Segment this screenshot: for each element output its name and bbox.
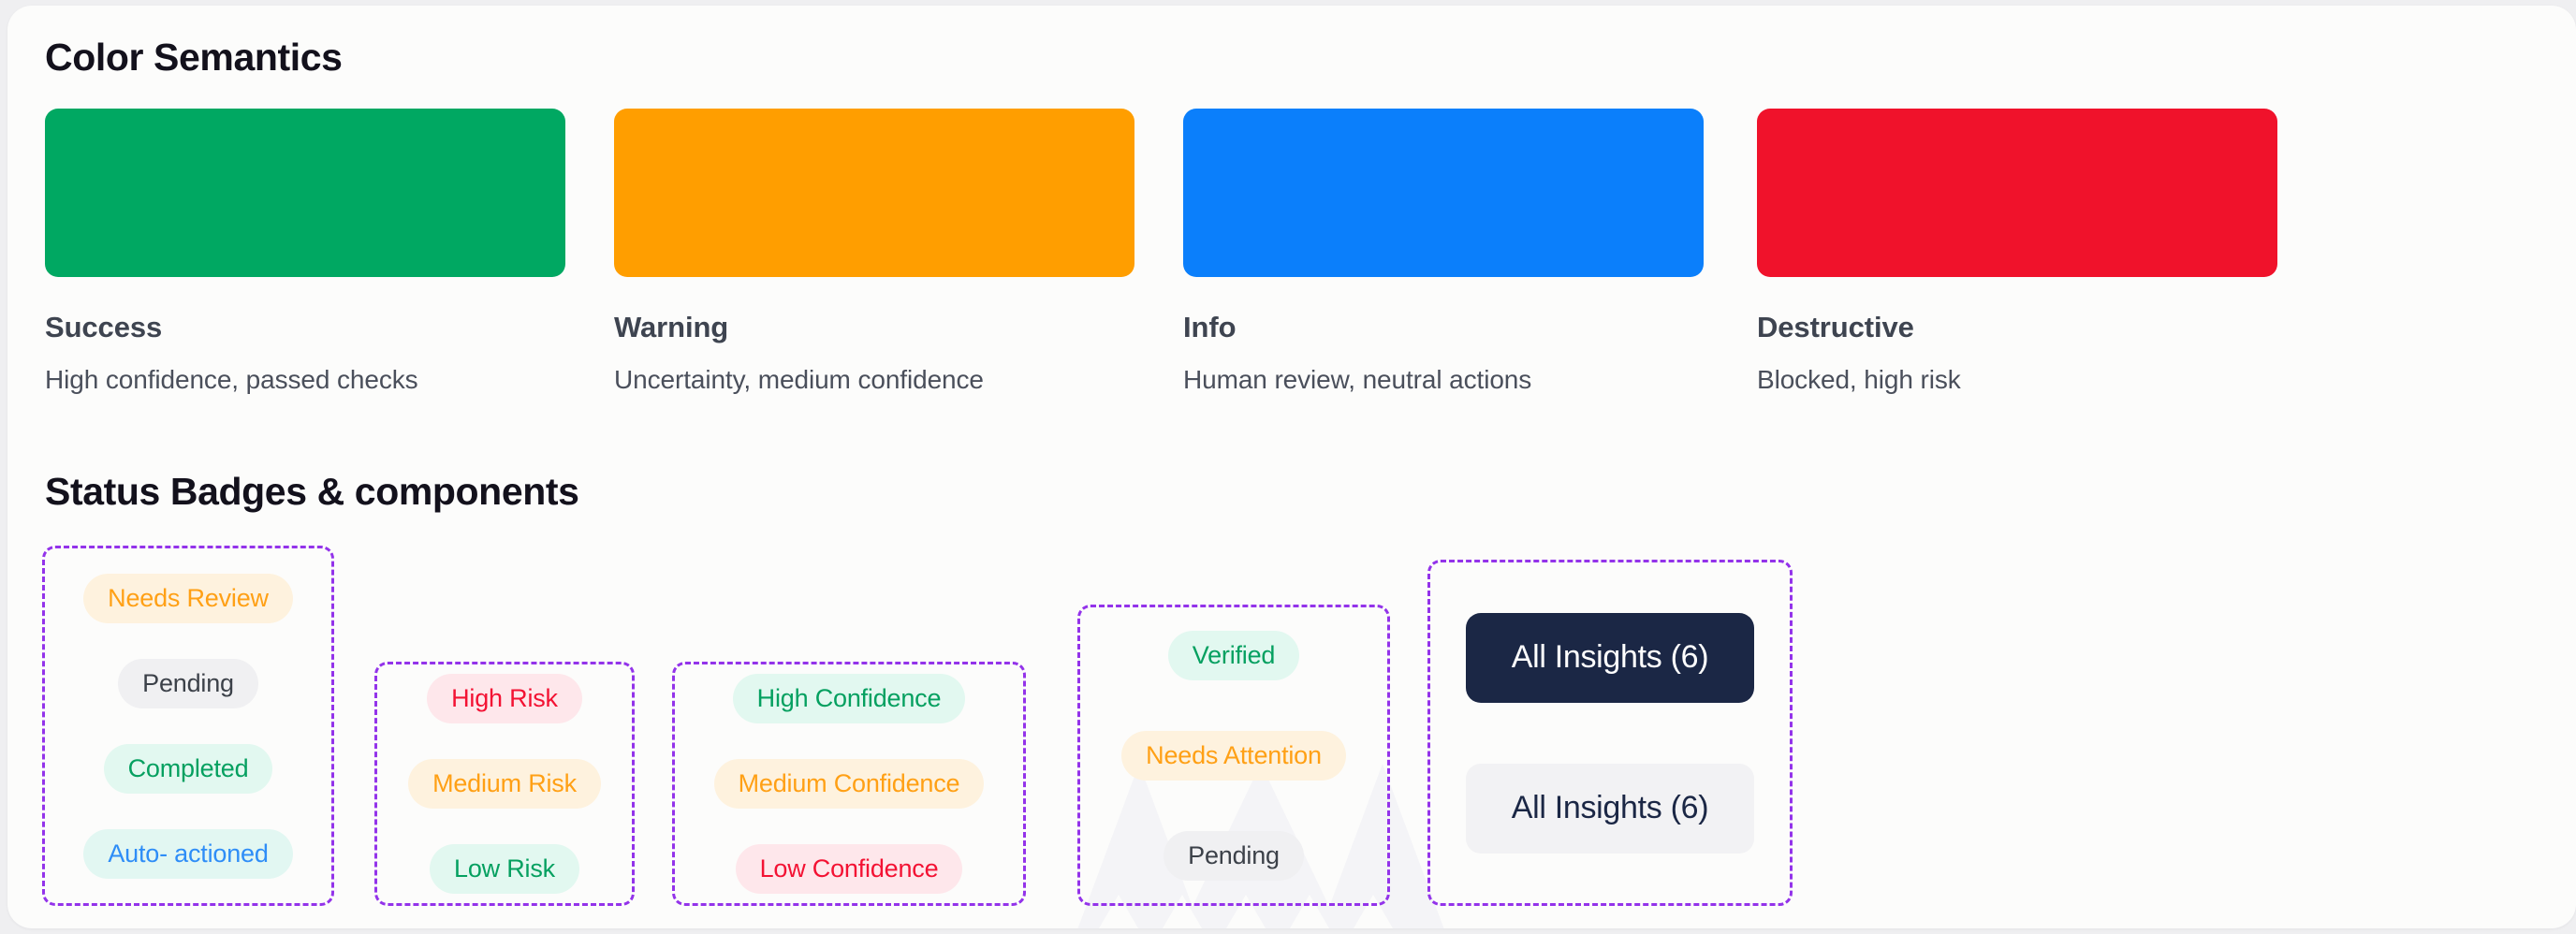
badge-low-confidence[interactable]: Low Confidence xyxy=(735,844,963,894)
badge-group-status: Needs Review Pending Completed Auto- act… xyxy=(42,546,334,906)
badge-needs-attention[interactable]: Needs Attention xyxy=(1121,730,1346,781)
swatch-description-warning: Uncertainty, medium confidence xyxy=(614,365,984,394)
swatch-card-destructive: Destructive Blocked, high risk xyxy=(1757,109,2277,395)
badge-high-confidence[interactable]: High Confidence xyxy=(732,674,966,723)
design-system-card: Color Semantics Success High confidence,… xyxy=(7,6,2576,928)
color-swatch-destructive xyxy=(1757,109,2277,277)
swatch-label-info: Info xyxy=(1183,311,1237,343)
all-insights-primary-button[interactable]: All Insights (6) xyxy=(1466,612,1754,703)
badge-verified[interactable]: Verified xyxy=(1167,630,1300,680)
button-group-insights: All Insights (6) All Insights (6) xyxy=(1427,560,1793,906)
badge-pending-secondary[interactable]: Pending xyxy=(1164,830,1304,881)
color-swatch-warning xyxy=(614,109,1134,277)
swatch-card-success: Success High confidence, passed checks xyxy=(45,109,565,395)
page-title-status-badges: Status Badges & components xyxy=(45,470,579,513)
all-insights-secondary-button[interactable]: All Insights (6) xyxy=(1466,763,1754,854)
badge-pending[interactable]: Pending xyxy=(118,658,258,708)
page-title-color-semantics: Color Semantics xyxy=(45,36,343,79)
badge-low-risk[interactable]: Low Risk xyxy=(430,844,579,894)
swatch-card-warning: Warning Uncertainty, medium confidence xyxy=(614,109,1134,395)
swatch-card-info: Info Human review, neutral actions xyxy=(1183,109,1704,395)
swatch-description-info: Human review, neutral actions xyxy=(1183,365,1532,394)
badge-medium-risk[interactable]: Medium Risk xyxy=(408,759,601,809)
badge-medium-confidence[interactable]: Medium Confidence xyxy=(713,759,985,809)
badge-completed[interactable]: Completed xyxy=(103,743,273,794)
badge-auto-actioned[interactable]: Auto- actioned xyxy=(83,828,293,879)
swatch-description-success: High confidence, passed checks xyxy=(45,365,418,394)
swatch-label-destructive: Destructive xyxy=(1757,311,1914,343)
badge-group-verification: Verified Needs Attention Pending xyxy=(1077,605,1390,906)
badge-high-risk[interactable]: High Risk xyxy=(427,674,582,723)
swatch-label-warning: Warning xyxy=(614,311,729,343)
badge-group-confidence: High Confidence Medium Confidence Low Co… xyxy=(672,662,1026,906)
badge-group-risk: High Risk Medium Risk Low Risk xyxy=(374,662,635,906)
color-swatch-success xyxy=(45,109,565,277)
color-swatch-row: Success High confidence, passed checks W… xyxy=(45,109,2310,394)
swatch-label-success: Success xyxy=(45,311,163,343)
badge-needs-review[interactable]: Needs Review xyxy=(83,573,293,623)
swatch-description-destructive: Blocked, high risk xyxy=(1757,365,1961,394)
color-swatch-info xyxy=(1183,109,1704,277)
